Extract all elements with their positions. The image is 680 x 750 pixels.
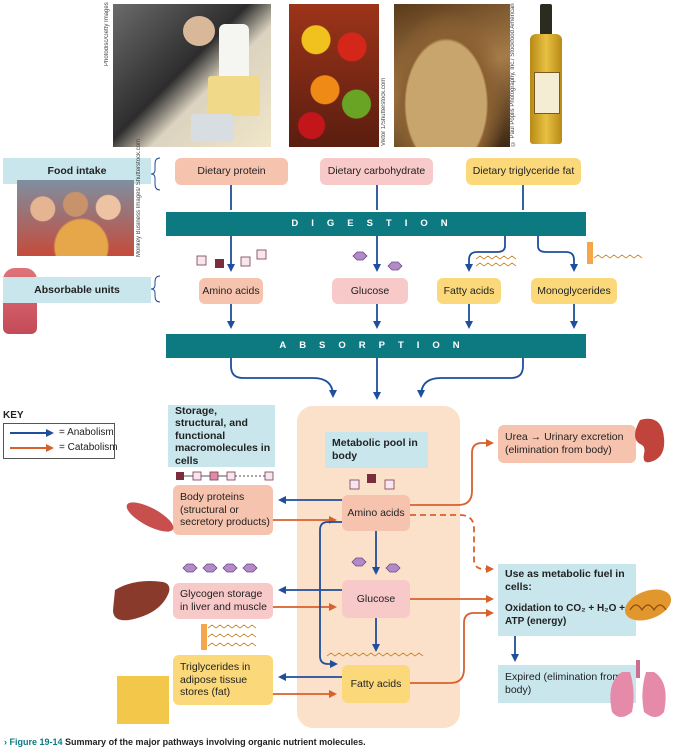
blue-cheese-shape [191,114,233,142]
digestion-bar: DIGESTION [166,212,586,236]
caption-text: Summary of the major pathways involving … [65,737,366,747]
oil-bottle-neck [540,4,552,36]
muscle-image [126,502,174,532]
monoglycerides-box: Monoglycerides [531,278,617,304]
pool-glucose-hexagons [351,557,401,573]
food-intake-brace [150,157,161,191]
pool-fatty-zigzag [326,652,424,657]
glucose-hexagons-top [352,251,403,271]
caption-figure-label: Figure 19-14 [9,737,63,747]
oxidation-text: Oxidation to CO₂ + H₂O + ATP (energy) [505,603,626,627]
monoglyceride-chain-top [593,254,643,259]
monoglyceride-bar-top [587,242,593,264]
urea-box: Urea → Urinary excretion (elimination fr… [498,425,636,463]
amino-to-fuel-dashed [410,514,494,573]
key-anabolism-label: = Anabolism [59,427,114,438]
digestion-to-mono [537,236,578,272]
storage-label: Storage, structural, and functional macr… [168,405,275,467]
oil-photo [524,4,568,147]
lungs-image [610,660,666,717]
grain-photo [394,4,510,147]
children-eating-photo [17,180,134,256]
glucose-box: Glucose [332,278,408,304]
fuel-box [498,564,636,636]
key-title: KEY [3,410,24,421]
digestion-to-fatty [465,236,506,272]
fruits-photo [289,4,379,147]
key-box [3,423,115,459]
absorption-right-to-pool [417,358,524,398]
adipose-image [117,676,169,724]
pool-fatty-acids-box: Fatty acids [342,665,410,703]
pool-amino-squares [349,474,395,490]
kidney-image [635,418,665,463]
oil-label [534,72,560,114]
absorbable-brace [150,275,161,303]
food-intake-label: Food intake [3,158,151,184]
fatty-to-fuel-arrow [410,609,494,684]
protein-chain [176,471,274,481]
liver-image [113,581,170,621]
mitochondrion-image [624,589,672,621]
caption-figure-number: › Figure 19-14 [4,737,63,747]
body-proteins-box: Body proteins (structural or secretory p… [173,485,273,535]
amino-acids-box: Amino acids [199,278,263,304]
key-catabolism-label: = Catabolism [59,442,118,453]
figure-caption: › Figure 19-14 Summary of the major path… [4,737,366,747]
triglyceride-bar [201,624,207,650]
fatty-acids-box: Fatty acids [437,278,501,304]
amino-acid-squares-top [196,249,267,268]
amino-to-urea-arrow [410,439,494,506]
triglycerides-box: Triglycerides in adipose tissue stores (… [173,655,273,705]
absorbable-units-label: Absorbable units [3,277,151,303]
dietary-carbohydrate-box: Dietary carbohydrate [320,158,433,185]
dairy-fish-photo [113,4,271,147]
fatty-acid-zigzag-top [475,255,517,267]
pool-glucose-box: Glucose [342,580,410,618]
glycogen-storage-box: Glycogen storage in liver and muscle [173,583,273,619]
eggs-shape [183,16,215,46]
cheese-shape [208,76,260,116]
fuel-title: Use as metabolic fuel in cells: [505,568,625,593]
absorption-left-to-pool [230,358,337,398]
metabolic-pool-label: Metabolic pool in body [325,432,428,468]
absorption-bar: ABSORPTION [166,334,586,358]
amino-to-fatty-arrow [319,521,342,668]
glycogen-chain [182,563,258,573]
dietary-protein-box: Dietary protein [175,158,288,185]
dietary-fat-box: Dietary triglyceride fat [466,158,581,185]
triglyceride-chains [207,624,257,647]
pool-amino-acids-box: Amino acids [342,495,410,531]
